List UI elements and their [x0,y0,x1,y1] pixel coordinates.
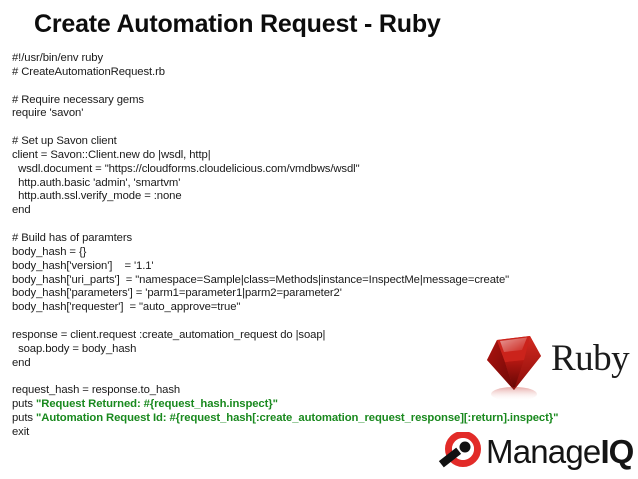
code-text: #!/usr/bin/env ruby [12,52,104,64]
code-line: body_hash['version'] = '1.1' [12,260,612,274]
code-line: end [12,204,612,218]
code-text: # Set up Savon client [12,135,117,148]
code-line: #!/usr/bin/env ruby [12,52,612,66]
code-text: body_hash['parameters'] = 'parm1=paramet… [12,287,342,300]
manageiq-name-regular: Manage [486,433,601,470]
ruby-gem-icon [483,334,545,404]
code-line: require 'savon' [12,107,612,121]
code-text: puts [12,411,36,424]
code-text: # CreateAutomationRequest.rb [12,65,165,78]
code-text: exit [12,425,30,438]
code-text: end [12,356,31,369]
code-line: request_hash = response.to_hash [12,384,612,398]
code-line: body_hash['parameters'] = 'parm1=paramet… [12,287,612,301]
manageiq-name-bold: IQ [600,433,634,470]
code-line [12,80,612,94]
code-line: body_hash['uri_parts'] = "namespace=Samp… [12,274,612,288]
code-line: http.auth.ssl.verify_mode = :none [12,190,612,204]
code-line: # Set up Savon client [12,135,612,149]
code-line: # Build has of paramters [12,232,612,246]
code-block: #!/usr/bin/env ruby# CreateAutomationReq… [12,52,612,440]
code-text: client = Savon::Client.new do |wsdl, htt… [12,148,211,161]
code-line: puts "Automation Request Id: #{request_h… [12,412,612,426]
code-text: require 'savon' [12,107,84,120]
code-line: puts "Request Returned: #{request_hash.i… [12,398,612,412]
code-line: # CreateAutomationRequest.rb [12,66,612,80]
code-line: response = client.request :create_automa… [12,329,612,343]
page-title: Create Automation Request - Ruby [34,10,441,38]
code-line [12,315,612,329]
code-string-literal: "Automation Request Id: #{request_hash[:… [36,411,559,424]
code-text: http.auth.basic 'admin', 'smartvm' [12,176,181,189]
manageiq-wordmark: ManageIQ [486,432,634,472]
manageiq-logo: ManageIQ [438,430,638,476]
code-text: body_hash = {} [12,245,87,258]
code-text: http.auth.ssl.verify_mode = :none [12,190,182,203]
code-text: soap.body = body_hash [12,342,137,355]
ruby-logo: Ruby [455,332,638,404]
code-text: body_hash['uri_parts'] = "namespace=Samp… [12,273,510,286]
code-text: wsdl.document = "https://cloudforms.clou… [12,162,360,175]
code-text: body_hash['version'] = '1.1' [12,259,154,272]
code-line [12,218,612,232]
code-line [12,121,612,135]
code-line: wsdl.document = "https://cloudforms.clou… [12,163,612,177]
code-line: http.auth.basic 'admin', 'smartvm' [12,177,612,191]
code-text: end [12,204,31,217]
ruby-wordmark: Ruby [551,338,630,379]
code-line: soap.body = body_hash [12,343,612,357]
code-text: puts [12,398,36,411]
code-text: request_hash = response.to_hash [12,384,181,397]
code-line: exit [12,426,612,440]
manageiq-magnifier-icon [438,431,482,474]
code-text: # Build has of paramters [12,231,133,244]
code-string-literal: "Request Returned: #{request_hash.inspec… [36,398,278,411]
code-line: # Require necessary gems [12,94,612,108]
code-text: # Require necessary gems [12,93,144,106]
code-line: client = Savon::Client.new do |wsdl, htt… [12,149,612,163]
code-text: body_hash['requester'] = "auto_approve=t… [12,301,241,314]
code-line: end [12,357,612,371]
code-line: body_hash = {} [12,246,612,260]
code-text: response = client.request :create_automa… [12,328,326,341]
code-line: body_hash['requester'] = "auto_approve=t… [12,301,612,315]
